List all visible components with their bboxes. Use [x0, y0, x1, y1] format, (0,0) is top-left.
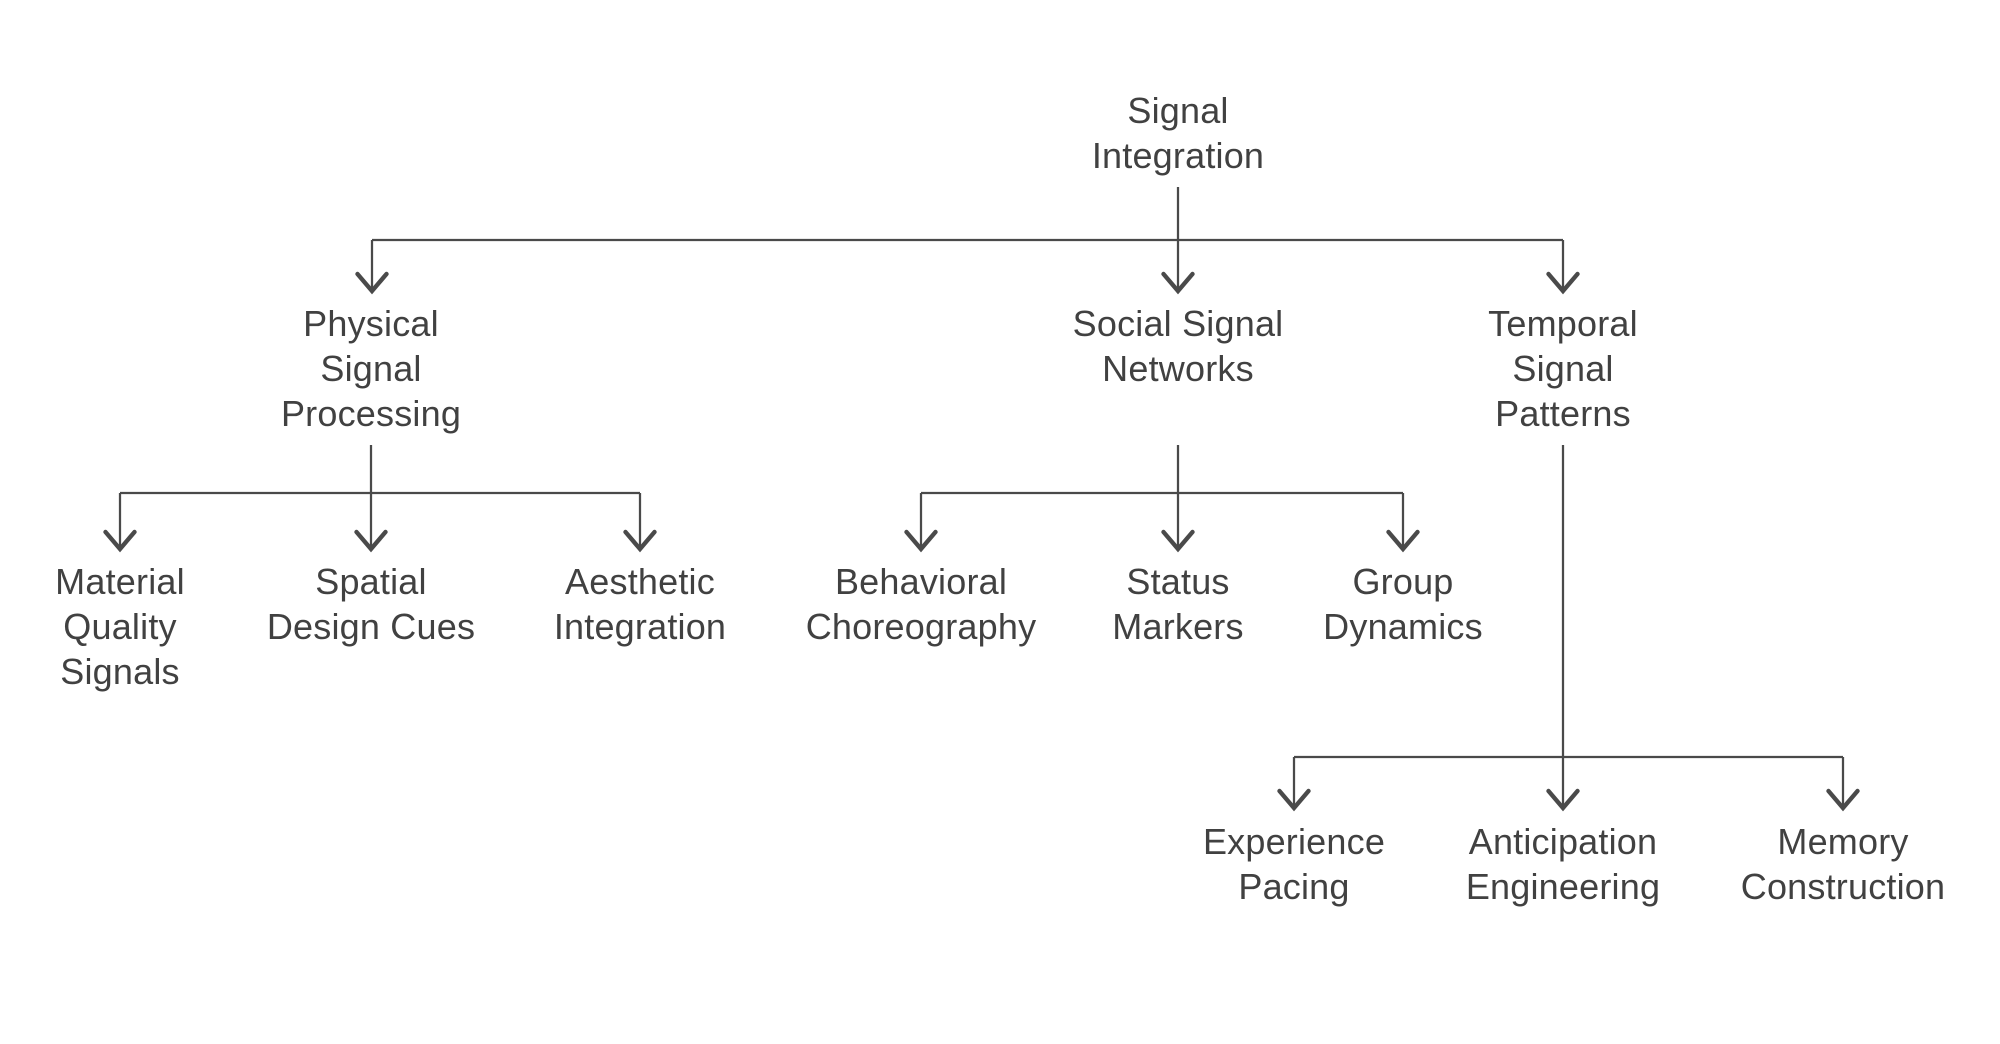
node-label-line: Group	[1352, 561, 1454, 602]
node-label-line: Experience	[1202, 821, 1386, 862]
arrow-down-icon	[1277, 788, 1311, 812]
arrow-down-icon	[354, 529, 388, 553]
node-label-line: Engineering	[1465, 866, 1661, 907]
connector-physical-children	[103, 445, 657, 553]
node-label-line: Signal	[320, 348, 422, 389]
node-label-line: Processing	[280, 393, 462, 434]
node-label-line: Patterns	[1495, 393, 1631, 434]
node-label-line: Physical	[303, 303, 439, 344]
arrow-down-icon	[1546, 271, 1580, 295]
arrow-down-icon	[904, 529, 938, 553]
arrow-down-icon	[1826, 788, 1860, 812]
arrow-down-icon	[1161, 529, 1195, 553]
node-label-line: Social Signal	[1072, 303, 1284, 344]
arrow-down-icon	[355, 271, 389, 295]
node-label-line: Dynamics	[1323, 606, 1483, 647]
arrow-down-icon	[1546, 788, 1580, 812]
node-label-line: Behavioral	[834, 561, 1008, 602]
node-label-line: Construction	[1740, 866, 1946, 907]
node-label-line: Pacing	[1238, 866, 1350, 907]
node-label-line: Networks	[1102, 348, 1254, 389]
arrow-down-icon	[623, 529, 657, 553]
arrow-down-icon	[1161, 271, 1195, 295]
node-label-line: Memory	[1777, 821, 1909, 862]
node-label-line: Choreography	[805, 606, 1037, 647]
node-label-line: Aesthetic	[565, 561, 715, 602]
node-label-line: Temporal	[1488, 303, 1638, 344]
node-label-line: Design Cues	[266, 606, 476, 647]
node-label-line: Signal	[1127, 90, 1229, 131]
node-label-line: Material	[55, 561, 185, 602]
node-label-line: Spatial	[315, 561, 427, 602]
node-label-line: Status	[1126, 561, 1230, 602]
node-label-line: Signal	[1512, 348, 1614, 389]
node-label-line: Markers	[1112, 606, 1244, 647]
node-label-line: Anticipation	[1468, 821, 1658, 862]
arrow-down-icon	[1386, 529, 1420, 553]
node-label-line: Quality	[63, 606, 177, 647]
node-label-line: Signals	[60, 651, 180, 692]
connector-social-children	[904, 445, 1420, 553]
arrow-down-icon	[103, 529, 137, 553]
connector-temporal-children	[1277, 445, 1860, 812]
connector-root-to-level2	[355, 187, 1580, 295]
node-label-line: Integration	[553, 606, 727, 647]
node-label-line: Integration	[1091, 135, 1265, 176]
